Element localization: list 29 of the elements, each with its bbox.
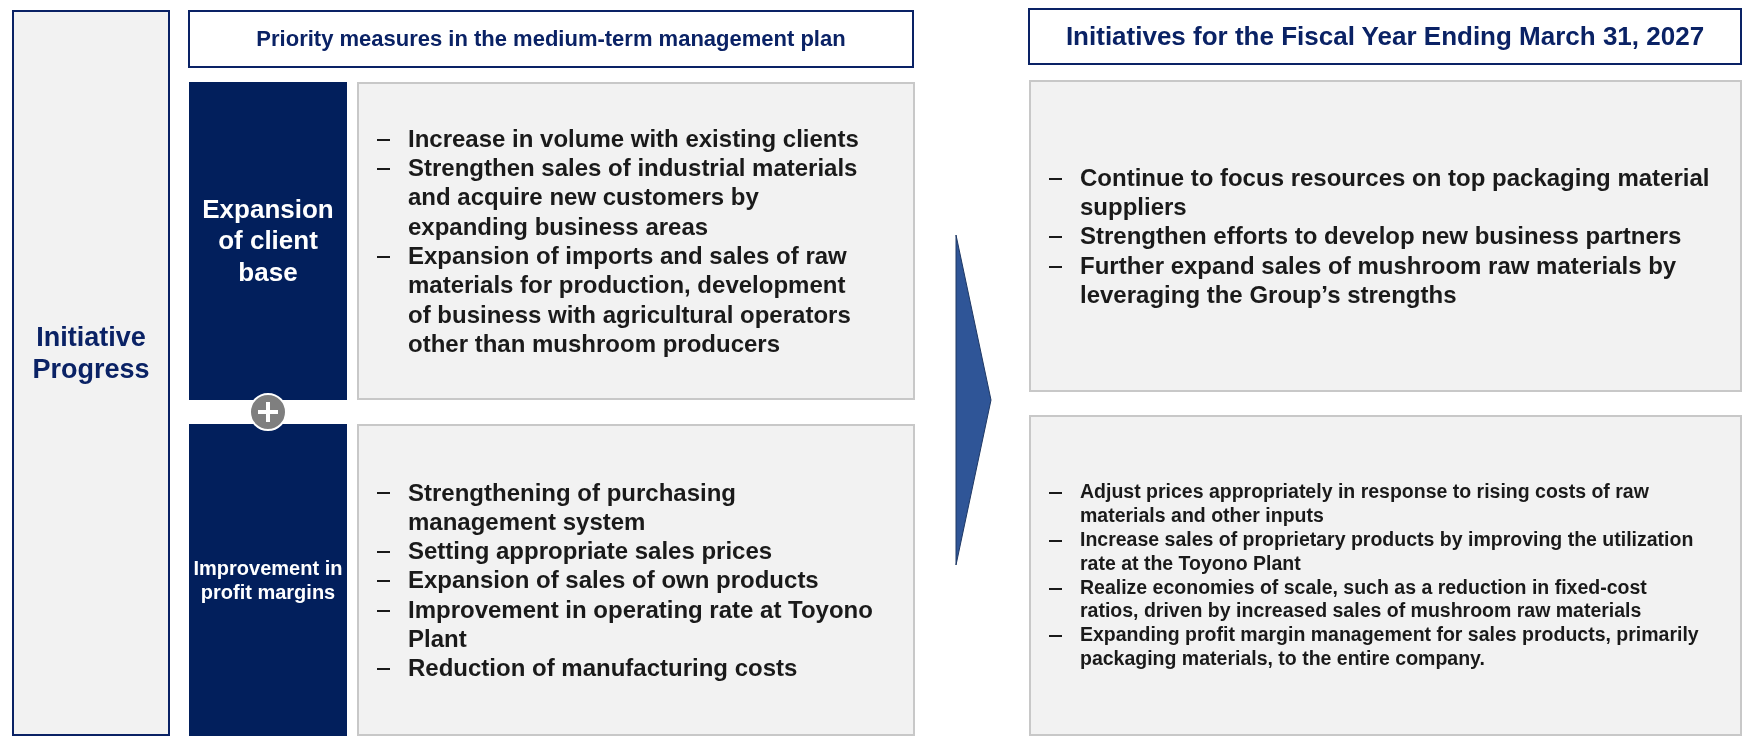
bullet-list-box [1029, 415, 1742, 736]
header-text: Priority measures in the medium-term management plan [256, 25, 846, 53]
bullet-text: Increase sales of proprietary products by improving the utilization rate at the Toyono Plant [1080, 527, 1695, 576]
bullet-text: Expansion of sales of own products [408, 565, 819, 595]
category-box [189, 82, 347, 400]
side-label-panel [12, 10, 170, 736]
bullet-text: Expanding profit margin management for sales products, primarily packaging materials, to the entire company. [1080, 623, 1700, 671]
bullet-text: Adjust prices appropriately in response to rising costs of raw materials and other inputs [1080, 480, 1650, 528]
header-text: Initiatives for the Fiscal Year Ending March 31, 2027 [1065, 20, 1705, 53]
bullet-list-box [1029, 80, 1742, 392]
section-header [188, 10, 914, 68]
category-label: Improvement in profit margins [192, 556, 344, 604]
bullet-text: Strengthen sales of industrial materials and acquire new customers by expanding business areas [408, 153, 859, 241]
bullet-text: Further expand sales of mushroom raw materials by leveraging the Group’s strengths [1080, 250, 1678, 310]
category-label: Expansion of client base [201, 194, 335, 288]
bullet-text: Reduction of manufacturing costs [408, 653, 798, 683]
bullet-text: Increase in volume with existing clients [408, 123, 859, 154]
bullet-list-box [357, 82, 915, 400]
bullet-list-box [357, 424, 915, 736]
bullet-text: Strengthening of purchasing management system [408, 477, 737, 537]
bullet-text: Expansion of imports and sales of raw materials for production, development of business with agricultural operators other than mushroom producers [408, 241, 852, 359]
side-label: Initiative Progress [31, 320, 151, 386]
bullet-text: Improvement in operating rate at Toyono Plant [408, 594, 873, 654]
bullet-text: Strengthen efforts to develop new business partners [1080, 221, 1682, 251]
section-header [1028, 8, 1742, 65]
category-box [189, 424, 347, 736]
bullet-text: Setting appropriate sales prices [408, 536, 773, 566]
bullet-text: Realize economies of scale, such as a reduction in fixed-cost ratios, driven by increased sales of mushroom raw materials [1080, 575, 1648, 624]
bullet-text: Continue to focus resources on top packaging material suppliers [1080, 162, 1710, 222]
